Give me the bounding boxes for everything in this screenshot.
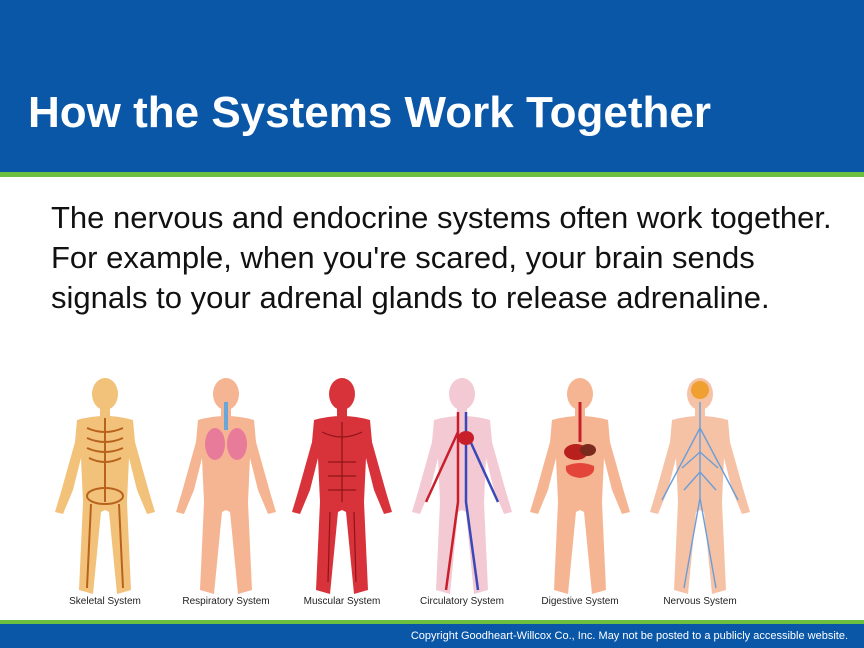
caption-digestive: Digestive System xyxy=(541,596,618,607)
caption-nervous: Nervous System xyxy=(663,596,736,607)
body-systems-illustration: Skeletal System Respiratory System Muscu… xyxy=(55,378,750,607)
caption-muscular: Muscular System xyxy=(304,596,381,607)
circulatory-system-figure xyxy=(412,378,512,594)
slide-header: How the Systems Work Together xyxy=(0,0,864,172)
header-divider xyxy=(0,172,864,177)
slide-title: How the Systems Work Together xyxy=(28,88,711,137)
caption-skeletal: Skeletal System xyxy=(69,596,141,607)
slide-footer: Copyright Goodheart-Willcox Co., Inc. Ma… xyxy=(0,624,864,648)
respiratory-system-figure xyxy=(176,378,276,594)
slide-body-text: The nervous and endocrine systems often … xyxy=(51,200,832,315)
footer-divider xyxy=(0,620,864,624)
caption-respiratory: Respiratory System xyxy=(182,596,269,607)
caption-circulatory: Circulatory System xyxy=(420,596,504,607)
nervous-system-figure xyxy=(650,378,750,594)
copyright-notice: Copyright Goodheart-Willcox Co., Inc. Ma… xyxy=(410,630,848,642)
skeletal-system-figure xyxy=(55,378,155,594)
muscular-system-figure xyxy=(292,378,392,594)
digestive-system-figure xyxy=(530,378,630,594)
